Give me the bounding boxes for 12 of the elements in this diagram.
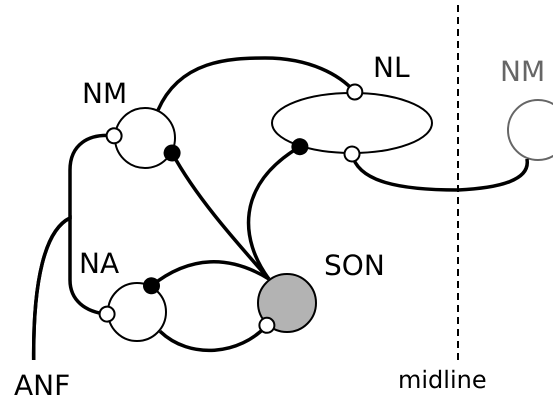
excitatory-connection [32, 216, 116, 360]
nucleus-label: NM [500, 58, 546, 86]
nucleus-label: NA [79, 250, 120, 278]
excitatory-connection [158, 316, 276, 352]
nucleus-label: NL [373, 54, 410, 82]
excitatory-connection [156, 56, 364, 111]
midline-label: midline [398, 368, 487, 392]
nucleus-label: SON [324, 252, 385, 280]
nucleus-label: NM [82, 80, 128, 108]
inhibitory-connection [246, 138, 308, 280]
nucleus-label: ANF [14, 372, 70, 400]
inhibitory-connection [143, 260, 270, 294]
